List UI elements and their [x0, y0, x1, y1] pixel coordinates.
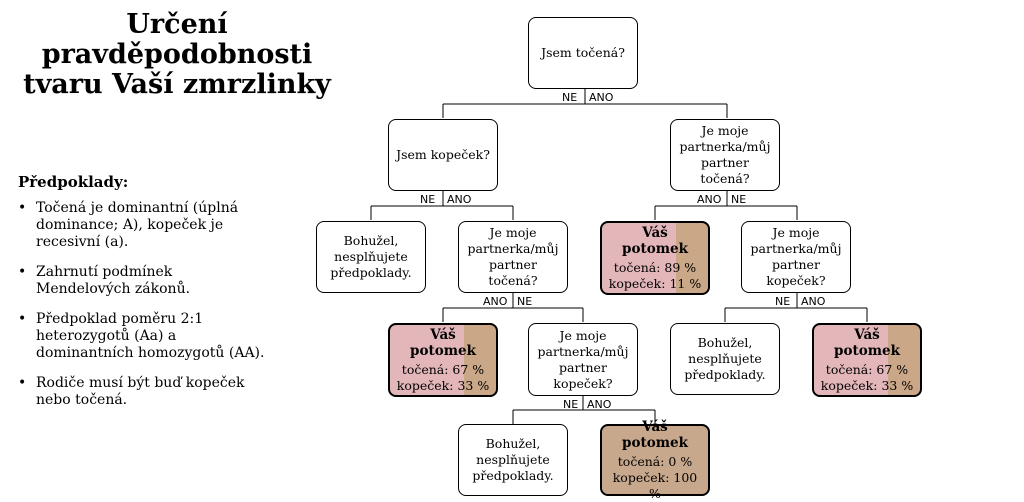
title-line-2: pravděpodobnosti: [41, 39, 313, 70]
assumptions-heading: Předpoklady:: [18, 173, 129, 191]
question-text: Je moje partnerka/můj partner točená?: [679, 123, 771, 186]
result-swirl-value: točená: 89 %: [613, 259, 697, 275]
result-swirl-value: točená: 0 %: [617, 453, 693, 469]
branch-label-no: NE: [775, 295, 791, 308]
branch-label-no: NE: [563, 398, 579, 411]
result-title: Váš potomek: [622, 418, 688, 451]
result-node: Váš potomek točená: 67 % kopeček: 33 %: [812, 323, 922, 397]
branch-label-yes: ANO: [697, 193, 722, 206]
question-partner-scoop: Je moje partnerka/můj partner kopeček?: [741, 221, 851, 293]
fail-node: Bohužel, nesplňujete předpoklady.: [458, 424, 568, 496]
result-title: Váš potomek: [622, 224, 688, 257]
result-node: Váš potomek točená: 67 % kopeček: 33 %: [388, 323, 498, 397]
question-partner-swirl: Je moje partnerka/můj partner točená?: [670, 119, 780, 191]
branch-label-yes: ANO: [447, 193, 472, 206]
question-text: Jsem kopeček?: [396, 147, 490, 162]
result-node: Váš potomek točená: 89 % kopeček: 11 %: [600, 221, 710, 295]
branch-label-yes: ANO: [589, 91, 614, 104]
assumption-item: Rodiče musí být buď kopeček nebo točená.: [18, 375, 268, 409]
result-scoop-value: kopeček: 11 %: [608, 275, 702, 291]
branch-label-yes: ANO: [483, 295, 508, 308]
assumption-item: Točená je dominantní (úplná dominance; A…: [18, 200, 268, 251]
result-title: Váš potomek: [834, 326, 900, 359]
question-root: Jsem točená?: [528, 17, 638, 89]
result-scoop-value: kopeček: 33 %: [820, 377, 914, 393]
result-scoop-value: kopeček: 100 %: [612, 469, 698, 501]
result-swirl-value: točená: 67 %: [401, 361, 485, 377]
question-text: Je moje partnerka/můj partner točená?: [467, 225, 559, 288]
branch-label-no: NE: [517, 295, 533, 308]
branch-label-yes: ANO: [801, 295, 826, 308]
question-am-scoop: Jsem kopeček?: [388, 119, 498, 191]
title-line-1: Určení: [126, 9, 228, 40]
result-title: Váš potomek: [410, 326, 476, 359]
fail-node: Bohužel, nesplňujete předpoklady.: [316, 221, 426, 293]
result-node: Váš potomek točená: 0 % kopeček: 100 %: [600, 419, 710, 501]
result-swirl-value: točená: 67 %: [825, 361, 909, 377]
page-title: Určení pravděpodobnosti tvaru Vaší zmrzl…: [18, 10, 336, 100]
fail-node: Bohužel, nesplňujete předpoklady.: [670, 323, 780, 395]
question-partner-swirl: Je moje partnerka/můj partner točená?: [458, 221, 568, 293]
branch-label-no: NE: [420, 193, 436, 206]
question-text: Je moje partnerka/můj partner kopeček?: [750, 225, 842, 288]
fail-text: Bohužel, nesplňujete předpoklady.: [330, 233, 412, 280]
branch-label-no: NE: [731, 193, 747, 206]
title-line-3: tvaru Vaší zmrzlinky: [23, 69, 331, 100]
result-scoop-value: kopeček: 33 %: [396, 377, 490, 393]
assumption-item: Předpoklad poměru 2:1 heterozygotů (Aa) …: [18, 311, 268, 362]
question-text: Je moje partnerka/můj partner kopeček?: [537, 327, 629, 391]
question-text: Jsem točená?: [541, 45, 625, 60]
branch-label-yes: ANO: [587, 398, 612, 411]
assumptions-list: Točená je dominantní (úplná dominance; A…: [18, 200, 268, 422]
question-partner-scoop: Je moje partnerka/můj partner kopeček?: [528, 323, 638, 396]
fail-text: Bohužel, nesplňujete předpoklady.: [472, 436, 554, 483]
fail-text: Bohužel, nesplňujete předpoklady.: [684, 335, 766, 382]
assumption-item: Zahrnutí podmínek Mendelových zákonů.: [18, 264, 268, 298]
branch-label-no: NE: [562, 91, 578, 104]
